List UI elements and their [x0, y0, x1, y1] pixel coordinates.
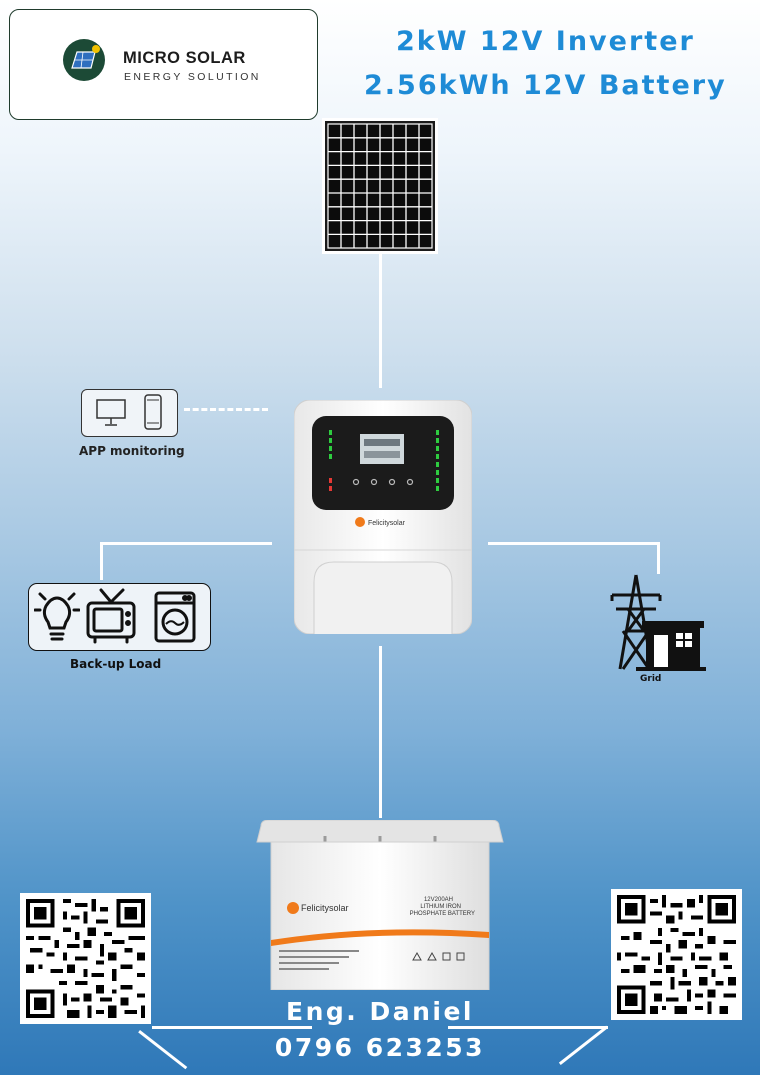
headline-inverter: 2kW 12V Inverter — [396, 26, 695, 57]
brand-name: MICRO SOLAR — [123, 49, 246, 67]
engineer-name: Eng. Daniel — [286, 997, 474, 1026]
battery-unit: Felicitysolar 12V200AH LITHIUM IRON PHOS… — [256, 820, 504, 990]
footer-line-left — [152, 1026, 312, 1029]
qr-code-icon — [26, 899, 145, 1018]
grid-pylon-icon — [610, 574, 706, 671]
app-monitoring-label: APP monitoring — [79, 444, 185, 458]
app-monitoring-box — [81, 389, 178, 437]
inverter-brand: Felicitysolar — [368, 520, 406, 527]
logo-card — [9, 9, 318, 120]
battery-brand: Felicitysolar — [301, 903, 349, 913]
headline-battery: 2.56kWh 12V Battery — [364, 70, 727, 101]
tv-icon — [86, 588, 136, 644]
battery-type-2: PHOSPHATE BATTERY — [410, 911, 475, 917]
brand-tagline: ENERGY SOLUTION — [124, 71, 261, 83]
inverter-unit: Felicitysolar — [294, 400, 472, 634]
phone-icon — [144, 394, 162, 430]
backup-load-label: Back-up Load — [70, 657, 162, 671]
micro-solar-logo-icon — [63, 39, 105, 81]
monitor-icon — [96, 399, 126, 426]
qr-code-left[interactable] — [20, 893, 151, 1024]
qr-code-right[interactable] — [611, 889, 742, 1020]
battery-connector — [379, 646, 382, 818]
engineer-phone[interactable]: 0796 623253 — [274, 1033, 486, 1062]
qr-code-icon — [617, 895, 736, 1014]
panel-connector — [379, 254, 382, 388]
grid-connector-v — [657, 542, 660, 574]
load-connector-h — [100, 542, 272, 545]
grid-connector-h — [488, 542, 660, 545]
battery-model: 12V200AH — [424, 897, 453, 903]
backup-load-box — [28, 583, 211, 651]
bulb-icon — [34, 592, 80, 641]
grid-label: Grid — [640, 674, 662, 684]
load-connector-v — [100, 542, 103, 580]
solar-panel-icon — [322, 118, 438, 254]
footer-line-right — [448, 1026, 608, 1029]
washing-machine-icon — [154, 591, 196, 643]
app-connector — [184, 408, 268, 411]
battery-type-1: LITHIUM IRON — [420, 904, 461, 910]
